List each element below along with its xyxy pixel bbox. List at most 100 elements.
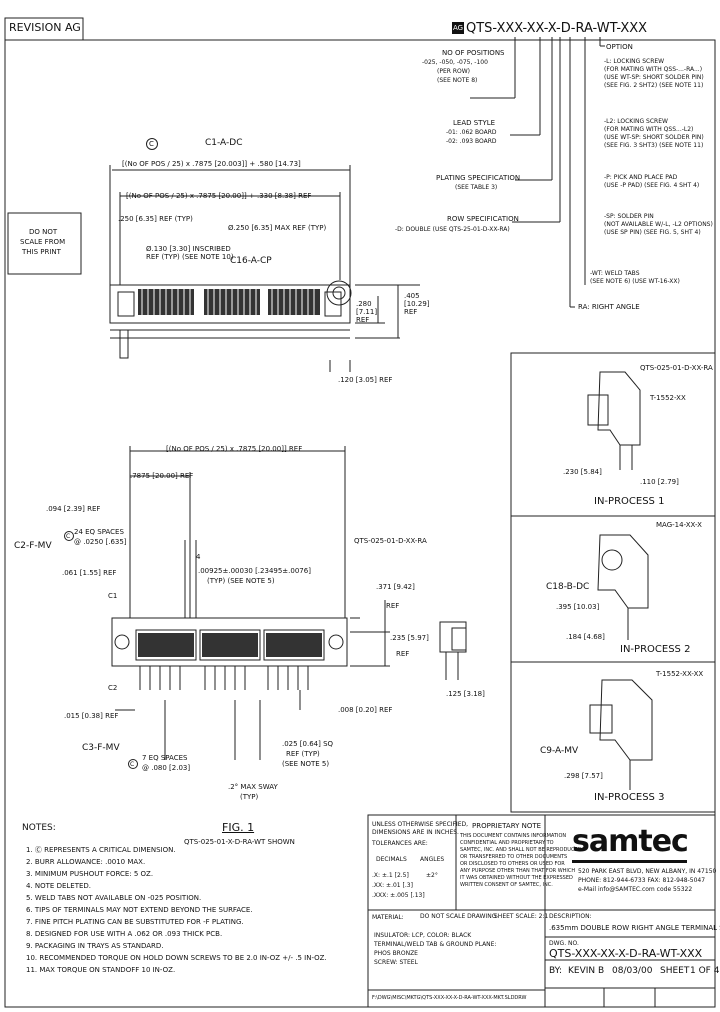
note-8: 8. DESIGNED FOR USE WITH A .062 OR .093 … [26, 930, 223, 938]
do-not-scale-2: THIS PRINT [22, 248, 61, 256]
dim-top-1: [(No OF POS / 25) x .7875 [20.003]] + .5… [122, 160, 301, 168]
dim-top-7: .405 [10.29] REF [404, 292, 430, 316]
opt-l2-2: (USE WT-SP: SHORT SOLDER PIN) [604, 134, 704, 141]
revision-label: REVISION AG [9, 21, 81, 34]
c3-spaces-0: 7 EQ SPACES [142, 754, 188, 762]
dim-front-pitch: .7875 [20.00] REF [130, 472, 194, 480]
tol-decimal: DECIMALS [376, 856, 407, 863]
opt-l-3: (SEE FIG. 2 SHT2) (SEE NOTE 11) [604, 82, 704, 89]
material-3: SCREW: STEEL [374, 959, 418, 966]
note-10: 10. RECOMMENDED TORQUE ON HOLD DOWN SCRE… [26, 954, 327, 962]
do-not-scale-dwg: DO NOT SCALE DRAWING [420, 913, 497, 920]
dim-top-5: Ø.130 [3.30] INSCRIBED REF (TYP) (SEE NO… [146, 245, 234, 261]
dim-top-8: .120 [3.05] REF [338, 376, 393, 384]
opt-plating-1: (SEE TABLE 3) [455, 184, 498, 191]
p1-dim1: .230 [5.84] [563, 468, 602, 476]
p3-c: C9-A-MV [540, 746, 579, 756]
opt-sp-0: -SP: SOLDER PIN [604, 213, 654, 220]
material-label: MATERIAL: [372, 914, 404, 921]
opt-l2-0: -L2: LOCKING SCREW [604, 118, 668, 125]
fig1-title: FIG. 1 [222, 821, 255, 834]
opt-sp-2: (USE SP PIN) (SEE FIG. 5, SHT 4) [604, 229, 701, 236]
max-sway-0: .2° MAX SWAY [228, 783, 278, 791]
c3-critical-c: C [130, 761, 135, 768]
opt-lead-2: -02: .093 BOARD [446, 138, 497, 145]
material-1: TERMINAL/WELD TAB & GROUND PLANE: [374, 941, 497, 948]
p2-dim1: .395 [10.03] [556, 603, 600, 611]
dim-front-top: [(No OF POS / 25) x .7875 [20.00]] REF [166, 445, 303, 453]
prop-1: CONFIDENTIAL AND PROPRIETARY TO [460, 840, 554, 846]
dim-top-6: .280 [7.11] REF [356, 300, 378, 324]
tol-angle-val: ±2° [426, 872, 438, 879]
p1-dim2: .110 [2.79] [640, 478, 679, 486]
tol-row-1: .XX: ±.01 [.3] [372, 882, 413, 889]
material-0: INSULATOR: LCP, COLOR: BLACK [374, 932, 472, 939]
drawing-date: 08/03/00 [612, 966, 653, 976]
tol-angles: ANGLES [420, 856, 445, 863]
note-11: 11. MAX TORQUE ON STANDOFF 10 IN-OZ. [26, 966, 176, 974]
critical-dim-circle [146, 138, 158, 150]
tol-row-0: .X: ±.1 [2.5] [372, 872, 409, 879]
prop-6: IT WAS OBTAINED WITHOUT THE EXPRESSED [460, 875, 573, 881]
dim-008: .008 [0.20] REF [338, 706, 393, 714]
tol-head-0: UNLESS OTHERWISE SPECIFIED, [372, 821, 469, 828]
dim-235: .235 [5.97] [390, 634, 429, 642]
prop-0: THIS DOCUMENT CONTAINS INFORMATION [460, 833, 567, 839]
dim-025sq-2: (SEE NOTE 5) [282, 760, 330, 768]
dim-025sq-1: REF (TYP) [286, 750, 320, 758]
opt-lead-0: LEAD STYLE [453, 119, 496, 127]
part-code-title: QTS-XXX-XX-X-D-RA-WT-XXX [466, 21, 648, 36]
p2-c: C18-B-DC [546, 582, 590, 592]
prop-2: SAMTEC, INC. AND SHALL NOT BE REPRODUCED [460, 847, 582, 853]
opt-no-pos-3: (SEE NOTE 8) [437, 77, 478, 84]
dim-front-pin2: (TYP) (SEE NOTE 5) [207, 577, 275, 585]
qts-label: QTS-025-01-D-XX-RA [354, 537, 427, 545]
p2-dim2: .184 [4.68] [566, 633, 605, 641]
opt-no-pos-0: NO OF POSITIONS [442, 49, 505, 57]
opt-no-pos-1: -025, -050, -075, -100 [422, 59, 488, 66]
c2-marker: C2 [108, 684, 118, 692]
proprietary-head: PROPRIETARY NOTE [472, 822, 542, 830]
sheet-scale: SHEET SCALE: 2:1 [494, 913, 549, 920]
note-5: 5. WELD TABS NOT AVAILABLE ON -025 POSIT… [26, 894, 202, 902]
rev-badge [452, 22, 464, 34]
p3-label: IN-PROCESS 3 [594, 792, 665, 803]
file-path: F:\DWG\MISC\MKTG\QTS-XXX-XX-X-D-RA-WT-XX… [372, 995, 527, 1001]
address-1: PHONE: 812-944-6733 FAX: 812-948-5047 [578, 877, 706, 884]
note-7: 7. FINE PITCH PLATING CAN BE SUBSTITUTED… [26, 918, 244, 926]
opt-plating-0: PLATING SPECIFICATION [436, 174, 521, 182]
opt-p-0: -P: PICK AND PLACE PAD [604, 174, 678, 181]
opt-sp-1: (NOT AVAILABLE W/-L, -L2 OPTIONS) [604, 221, 713, 228]
dwg-label: DWG. NO. [549, 940, 579, 947]
critical-dim-c: C [149, 140, 154, 148]
address-0: 520 PARK EAST BLVD, NEW ALBANY, IN 47150 [578, 868, 717, 875]
p1-part: QTS-025-01-D-XX-RA [640, 364, 713, 372]
opt-wt-0: -WT: WELD TABS [590, 270, 640, 277]
c1-marker: C1 [108, 592, 118, 600]
dim-front-094: .094 [2.39] REF [46, 505, 101, 513]
dim-235b: REF [396, 650, 410, 658]
dim-top-2: [(No OF POS / 25) x .7875 [20.00]] + .33… [126, 192, 312, 200]
c3-spaces-1: @ .080 [2.03] [142, 764, 191, 772]
note-3: 3. MINIMUM PUSHOUT FORCE: 5 OZ. [26, 870, 154, 878]
by-label: BY: [549, 966, 563, 976]
c16-label: C16-A-CP [230, 256, 272, 266]
note-2: 2. BURR ALLOWANCE: .0010 MAX. [26, 858, 146, 866]
prop-5: ANY PURPOSE OTHER THAN THAT FOR WHICH [460, 868, 576, 874]
opt-lead-1: -01: .062 BOARD [446, 129, 497, 136]
dim-front-061: .061 [1.55] REF [62, 569, 117, 577]
sheet-val: 1 OF 4 [690, 966, 720, 976]
do-not-scale-0: DO NOT [29, 228, 58, 236]
opt-l-0: -L: LOCKING SCREW [604, 58, 665, 65]
tol-head-2: TOLERANCES ARE: [372, 840, 428, 847]
dim-125: .125 [3.18] [446, 690, 485, 698]
note-1: 1. Ⓒ REPRESENTS A CRITICAL DIMENSION. [26, 846, 176, 854]
notes-heading: NOTES: [22, 823, 56, 833]
dwg-no: QTS-XXX-XX-X-D-RA-WT-XXX [549, 947, 703, 960]
samtec-logo: samtec [572, 824, 689, 859]
max-sway-1: (TYP) [240, 793, 259, 801]
opt-ra: RA: RIGHT ANGLE [578, 303, 640, 311]
rev-badge-text: AG [453, 24, 464, 32]
p1-label: IN-PROCESS 1 [594, 496, 665, 507]
